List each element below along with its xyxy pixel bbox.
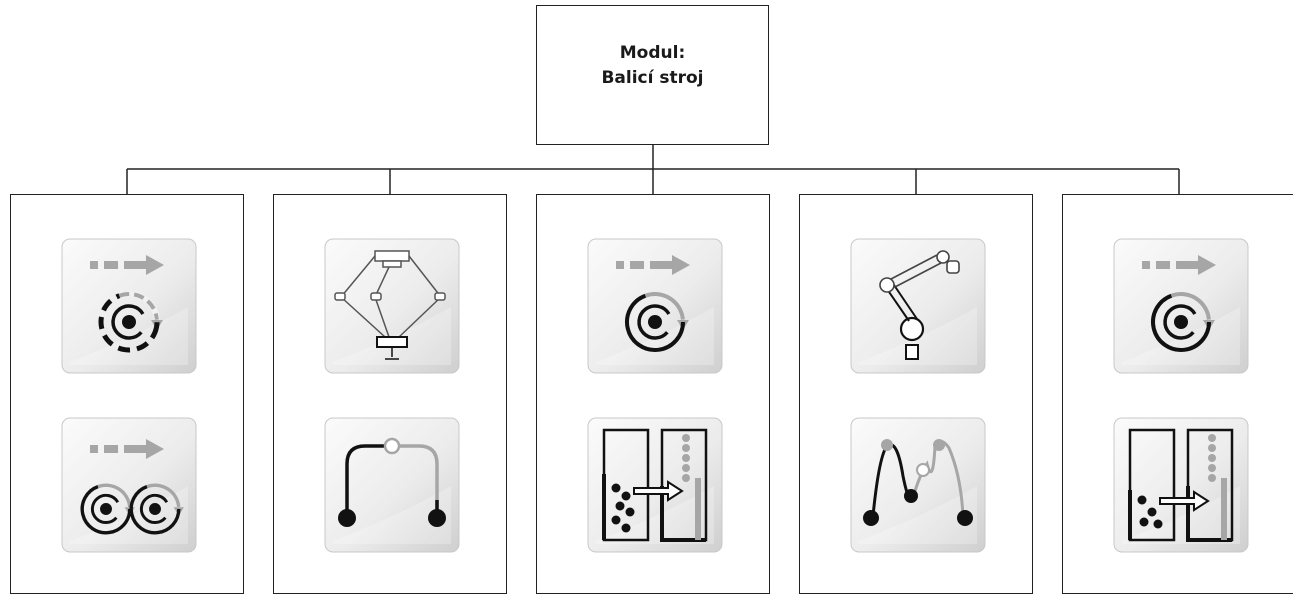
articulated-robot-icon [850,238,986,374]
tile-5-bottom [1112,416,1250,554]
rotary-symbol-icon [129,483,184,535]
tile-1-bottom [60,416,198,554]
tile-1-top [60,237,198,375]
root-node: Modul: Balicí stroj [536,5,769,145]
single-cam-profile-icon [338,437,446,527]
rotary-motion-icon [587,238,723,374]
double-cam-profile-icon [863,439,973,526]
sparse-flow-transfer-icon [1128,428,1234,542]
rotary-symbol-icon [98,291,163,353]
direction-arrow-icon [1142,255,1216,275]
module-box-5 [1062,194,1293,594]
root-label-line-1: Modul: [619,43,686,63]
tile-3-top [586,237,724,375]
dense-flow-transfer-icon [602,428,708,542]
double-cam-profile-icon [850,417,986,553]
module-box-4 [799,194,1033,594]
root-label-line-2: Balicí stroj [601,68,704,88]
tile-4-bottom [849,416,987,554]
direction-arrow-icon [90,439,164,459]
tile-2-bottom [323,416,461,554]
tile-5-top [1112,237,1250,375]
tile-4-top [849,237,987,375]
delta-robot-icon [324,238,460,374]
delta-robot-icon [334,250,446,360]
dual-axis-rotation-icon [61,417,197,553]
single-cam-profile-icon [324,417,460,553]
module-box-1 [10,194,244,594]
rotary-motion-icon [1113,238,1249,374]
dense-flow-transfer-icon [587,417,723,553]
rotary-dashed-motion-icon [61,238,197,374]
tile-3-bottom [586,416,724,554]
direction-arrow-icon [90,255,164,275]
rotary-symbol-icon [625,292,689,352]
module-box-3 [536,194,770,594]
module-box-2 [273,194,507,594]
articulated-robot-icon [879,250,960,360]
rotary-symbol-icon [1151,292,1215,352]
direction-arrow-icon [616,255,690,275]
sparse-flow-transfer-icon [1113,417,1249,553]
tile-2-top [323,237,461,375]
